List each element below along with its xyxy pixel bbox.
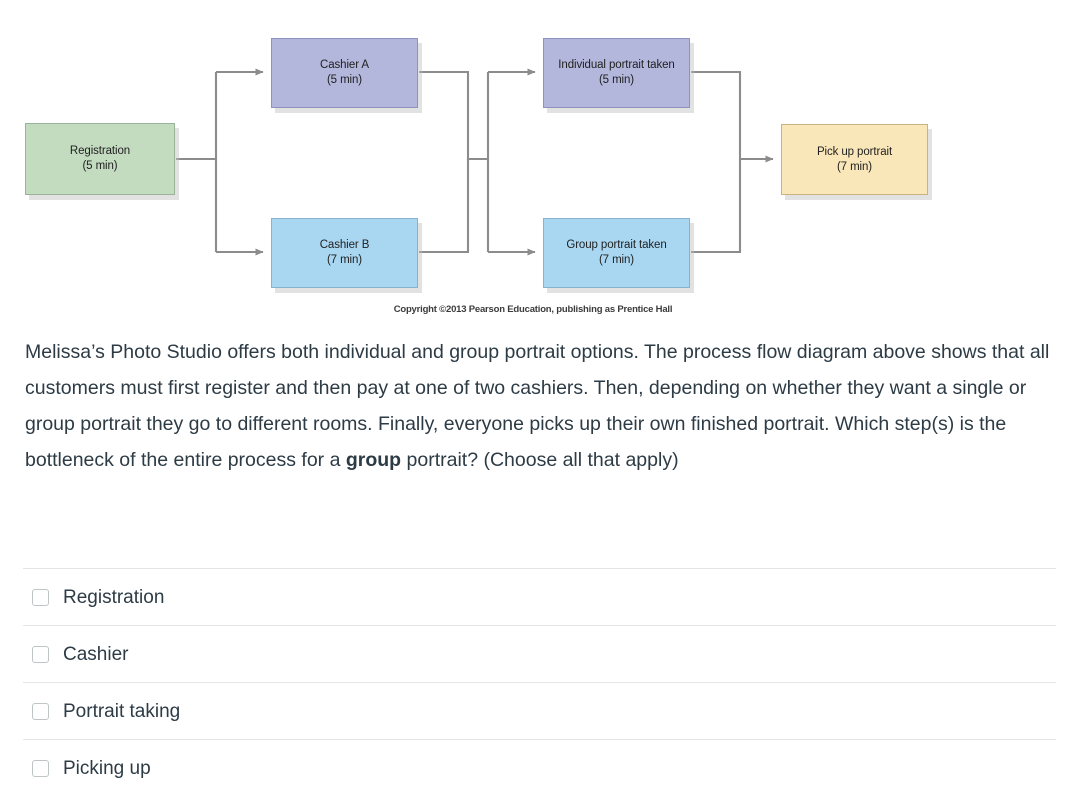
answer-option-label: Picking up	[63, 757, 151, 779]
flow-node-cashier-b-label: Cashier B	[319, 239, 370, 251]
answer-option-label: Registration	[63, 586, 165, 608]
answer-option-picking-up[interactable]: Picking up	[23, 739, 1056, 796]
flow-node-pick-up-portrait-label: Pick up portrait	[816, 145, 893, 158]
flow-node-pick-up-portrait: Pick up portrait (7 min)	[781, 124, 928, 195]
question-prompt: Melissa’s Photo Studio offers both indiv…	[25, 334, 1057, 478]
flow-node-pick-up-portrait-time: (7 min)	[836, 160, 873, 173]
question-emphasis-word: group	[345, 449, 402, 471]
answer-option-portrait-taking[interactable]: Portrait taking	[23, 682, 1056, 739]
checkbox-icon[interactable]	[32, 759, 49, 777]
checkbox-icon[interactable]	[32, 588, 49, 606]
answer-option-label: Cashier	[63, 643, 129, 665]
checkbox-icon[interactable]	[32, 645, 49, 663]
flow-node-cashier-b-time: (7 min)	[326, 254, 363, 266]
answer-options-list: Registration Cashier Portrait taking Pic…	[23, 568, 1056, 796]
flow-node-cashier-b: Cashier B (7 min)	[271, 218, 418, 288]
flow-node-cashier-a: Cashier A (5 min)	[271, 38, 418, 108]
flow-node-cashier-a-label: Cashier A	[320, 59, 369, 71]
flow-node-individual-portrait: Individual portrait taken (5 min)	[543, 38, 690, 108]
process-flow-diagram: Registration (5 min) Cashier A (5 min) C…	[0, 0, 1066, 330]
flow-node-individual-portrait-label: Individual portrait taken	[558, 59, 675, 71]
flow-node-group-portrait: Group portrait taken (7 min)	[543, 218, 690, 288]
flow-node-group-portrait-time: (7 min)	[598, 254, 635, 266]
flow-node-registration-time: (5 min)	[82, 160, 118, 172]
answer-option-label: Portrait taking	[63, 700, 181, 722]
answer-option-registration[interactable]: Registration	[23, 568, 1056, 625]
flow-node-registration-label: Registration	[69, 145, 131, 157]
flow-node-individual-portrait-time: (5 min)	[598, 74, 635, 86]
question-text-part-1: Melissa’s Photo Studio offers both indiv…	[25, 341, 1050, 471]
flow-node-cashier-a-time: (5 min)	[326, 74, 363, 86]
flow-node-registration: Registration (5 min)	[25, 123, 175, 195]
diagram-copyright: Copyright ©2013 Pearson Education, publi…	[393, 304, 673, 315]
question-text-part-2: portrait? (Choose all that apply)	[401, 449, 679, 471]
flow-node-group-portrait-label: Group portrait taken	[566, 239, 667, 251]
answer-option-cashier[interactable]: Cashier	[23, 625, 1056, 682]
checkbox-icon[interactable]	[32, 702, 49, 720]
